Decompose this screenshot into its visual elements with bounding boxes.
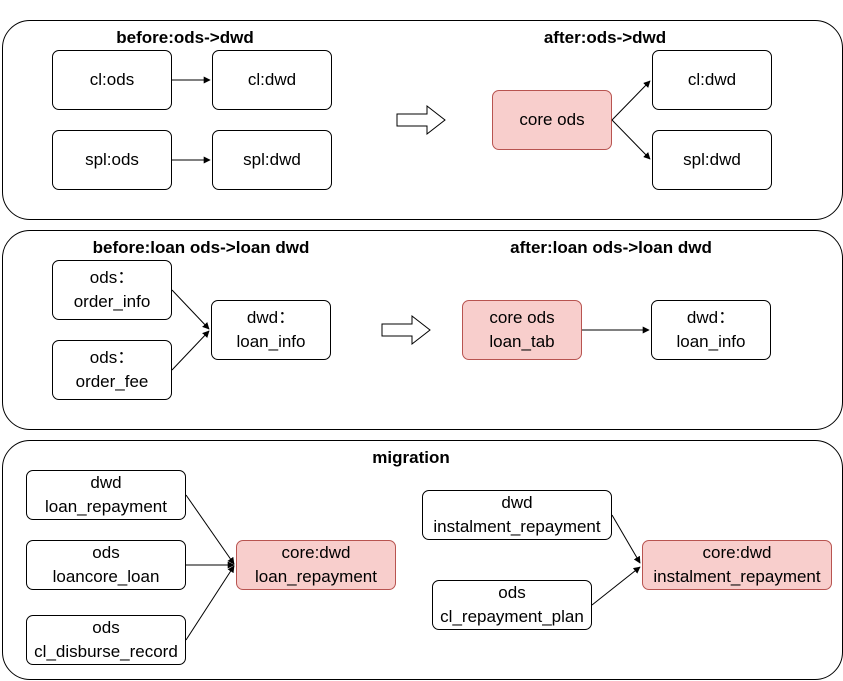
ods-order-fee-node[interactable]: ods：order_fee — [52, 340, 172, 400]
spl-ods-node[interactable]: spl:ods — [52, 130, 172, 190]
edge-cl-disburse-record-to-core — [185, 565, 235, 641]
before-ods-dwd-title: before:ods->dwd — [116, 28, 254, 47]
after-dwd-loan-info-node[interactable]: dwd：loan_info — [651, 300, 771, 360]
after-loan-title: after:loan ods->loan dwd — [510, 238, 712, 257]
spl-dwd-node[interactable]: spl:dwd — [212, 130, 332, 190]
edge-order-fee-to-loan-info — [171, 330, 210, 371]
edge-core-ods-to-spl-dwd — [611, 119, 651, 160]
ods-order-info-node[interactable]: ods：order_info — [52, 260, 172, 320]
migration-title: migration — [372, 448, 450, 467]
edge-core-ods-to-cl-dwd — [611, 80, 651, 121]
edge-dwd-loan-repayment-to-core — [185, 494, 235, 565]
dwd-loan-info-node[interactable]: dwd：loan_info — [211, 300, 331, 360]
edge-instalment-repayment-to-core — [611, 514, 641, 564]
cl-ods-node[interactable]: cl:ods — [52, 50, 172, 110]
after-ods-dwd-title: after:ods->dwd — [543, 28, 667, 47]
edge-cl-repayment-plan-to-core — [591, 566, 641, 606]
after-cl-dwd-node[interactable]: cl:dwd — [652, 50, 772, 110]
core-ods-node[interactable]: core ods — [492, 90, 612, 150]
cl-dwd-node[interactable]: cl:dwd — [212, 50, 332, 110]
after-spl-dwd-node[interactable]: spl:dwd — [652, 130, 772, 190]
transition-arrow-1 — [396, 104, 446, 136]
transition-arrow-2 — [381, 314, 431, 346]
before-loan-title: before:loan ods->loan dwd — [92, 238, 310, 257]
edge-order-info-to-loan-info — [171, 289, 210, 330]
